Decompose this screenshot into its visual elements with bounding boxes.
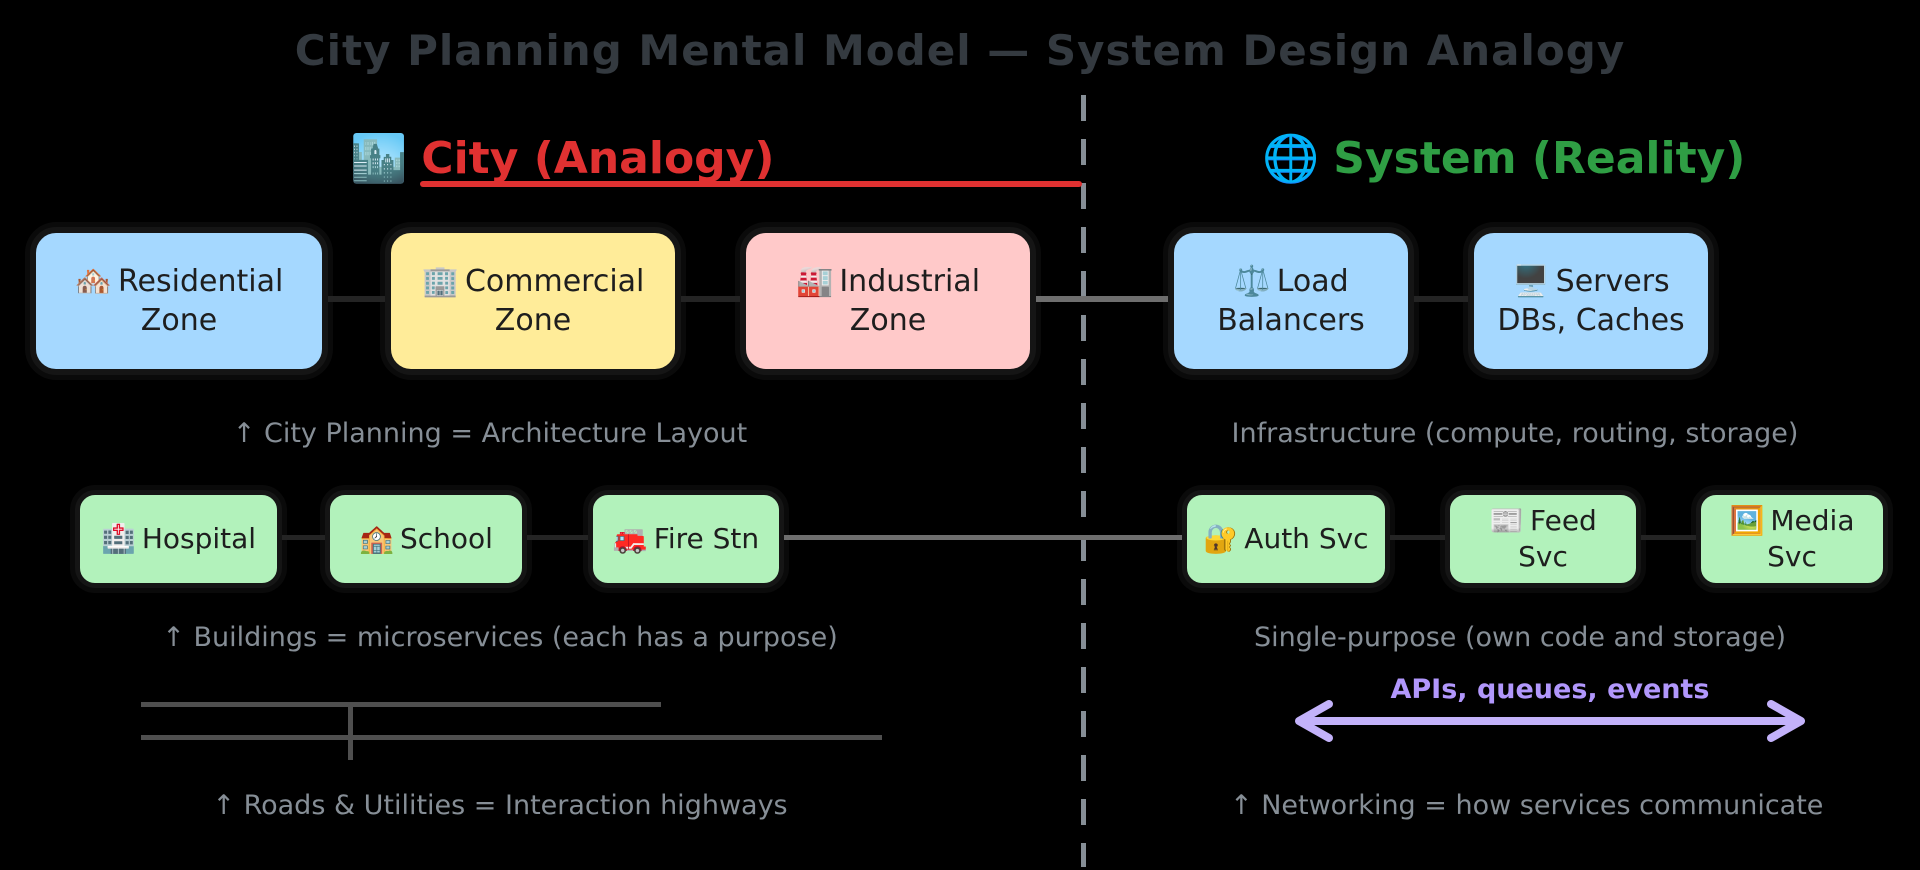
city-header-underline xyxy=(420,181,1082,187)
fire-engine-icon: 🚒 xyxy=(612,521,648,555)
zone-label-commercial: Commercial Zone xyxy=(464,264,645,338)
caption-buildings-microservices: ↑ Buildings = microservices (each has a … xyxy=(162,622,838,653)
building-box-school: 🏫School xyxy=(325,490,527,588)
building-label-school: School xyxy=(399,521,493,555)
city-header-label: City (Analogy) xyxy=(421,132,775,184)
api-arrow-label: APIs, queues, events xyxy=(1390,674,1710,705)
connector-residential-commercial xyxy=(328,296,385,302)
road-line-upper xyxy=(141,702,661,707)
service-label-media: Media Svc xyxy=(1767,503,1855,573)
system-column-header: 🌐 System (Reality) xyxy=(1262,128,1745,188)
caption-single-purpose: Single-purpose (own code and storage) xyxy=(1253,622,1787,653)
picture-icon: 🖼️ xyxy=(1729,503,1765,537)
building-box-fire-station: 🚒Fire Stn xyxy=(588,490,784,588)
scales-icon: ⚖️ xyxy=(1233,264,1271,299)
connector-hospital-school xyxy=(282,535,325,540)
infra-label-load-balancers: Load Balancers xyxy=(1217,264,1365,338)
building-box-hospital: 🏥Hospital xyxy=(75,490,282,588)
connector-firestn-authsvc xyxy=(784,535,1182,540)
office-building-icon: 🏢 xyxy=(421,264,459,299)
service-box-auth: 🔐Auth Svc xyxy=(1182,490,1390,588)
connector-commercial-industrial xyxy=(681,296,740,302)
cityscape-icon: 🏙️ xyxy=(350,130,408,185)
zone-box-industrial: 🏭Industrial Zone xyxy=(740,227,1036,375)
system-header-label: System (Reality) xyxy=(1333,132,1746,184)
city-column-header: 🏙️ City (Analogy) xyxy=(350,128,774,188)
service-box-feed: 📰Feed Svc xyxy=(1445,490,1641,588)
newspaper-icon: 📰 xyxy=(1489,503,1525,537)
zone-label-residential: Residential Zone xyxy=(118,264,284,338)
zone-box-residential: 🏘️Residential Zone xyxy=(30,227,328,375)
connector-auth-feed xyxy=(1390,535,1445,540)
road-line-lower xyxy=(141,735,882,740)
caption-networking: ↑ Networking = how services communicate xyxy=(1230,790,1824,821)
globe-icon: 🌐 xyxy=(1262,130,1320,185)
service-label-feed: Feed Svc xyxy=(1518,503,1597,573)
houses-icon: 🏘️ xyxy=(74,264,113,299)
connector-loadbalancers-servers xyxy=(1414,296,1468,302)
infra-box-servers: 🖥️Servers DBs, Caches xyxy=(1468,227,1714,375)
infra-label-servers: Servers DBs, Caches xyxy=(1497,264,1685,338)
connector-industrial-loadbalancers xyxy=(1036,296,1168,302)
building-label-fire-station: Fire Stn xyxy=(653,521,760,555)
road-line-branch xyxy=(348,702,353,760)
building-label-hospital: Hospital xyxy=(141,521,257,555)
hospital-icon: 🏥 xyxy=(100,521,136,555)
caption-city-planning: ↑ City Planning = Architecture Layout xyxy=(232,418,748,449)
connector-feed-media xyxy=(1641,535,1696,540)
lock-icon: 🔐 xyxy=(1203,521,1239,555)
caption-roads-utilities: ↑ Roads & Utilities = Interaction highwa… xyxy=(212,790,788,821)
factory-icon: 🏭 xyxy=(795,264,834,299)
zone-box-commercial: 🏢Commercial Zone xyxy=(385,227,681,375)
computer-icon: 🖥️ xyxy=(1512,264,1550,299)
zone-label-industrial: Industrial Zone xyxy=(839,264,981,338)
center-dashed-divider xyxy=(1081,95,1086,867)
caption-infrastructure: Infrastructure (compute, routing, storag… xyxy=(1231,418,1799,449)
service-label-auth: Auth Svc xyxy=(1244,521,1369,555)
page-title: City Planning Mental Model — System Desi… xyxy=(294,26,1626,75)
infra-box-load-balancers: ⚖️Load Balancers xyxy=(1168,227,1414,375)
school-icon: 🏫 xyxy=(359,521,394,555)
service-box-media: 🖼️Media Svc xyxy=(1696,490,1888,588)
connector-school-firestn xyxy=(527,535,588,540)
api-double-arrow xyxy=(1295,700,1805,742)
